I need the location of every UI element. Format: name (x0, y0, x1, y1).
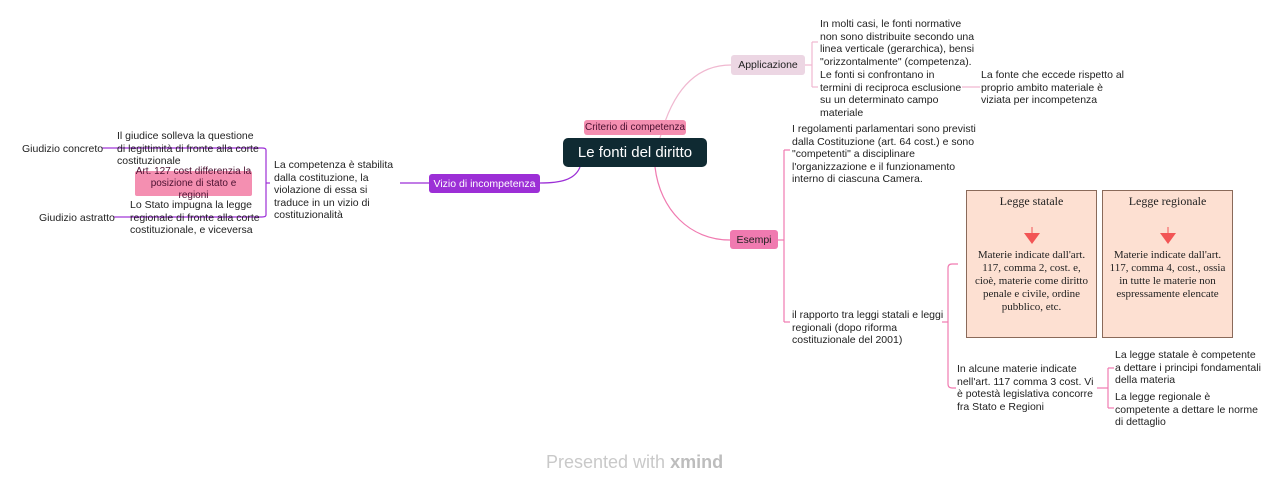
applicazione-node[interactable]: Applicazione (731, 55, 805, 75)
esempi-text-2[interactable]: il rapporto tra leggi statali e leggi re… (792, 309, 944, 346)
legge-regionale-box[interactable]: Legge regionale Materie indicate dall'ar… (1102, 190, 1233, 338)
concorrente-text[interactable]: In alcune materie indicate nell'art. 117… (957, 363, 1094, 413)
applicazione-text-2[interactable]: Le fonti si confrontano in termini di re… (820, 69, 962, 119)
presented-with-xmind-footer: Presented with xmind (546, 452, 736, 474)
arrow-down-icon (1023, 227, 1040, 244)
xmind-logo: xmind (670, 452, 724, 472)
central-topic[interactable]: Le fonti del diritto (563, 138, 707, 167)
esempi-text-1[interactable]: I regolamenti parlamentari sono previsti… (792, 123, 976, 185)
footer-prefix: Presented with (546, 452, 666, 472)
regionale-competente-text[interactable]: La legge regionale è competente a dettar… (1115, 391, 1259, 428)
statale-competente-text[interactable]: La legge statale è competente a dettare … (1115, 349, 1261, 386)
legge-statale-body: Materie indicate dall'art. 117, comma 2,… (974, 249, 1088, 313)
giudizio-concreto-node[interactable]: Giudizio concreto (22, 143, 104, 155)
applicazione-text-3[interactable]: La fonte che eccede rispetto al proprio … (981, 69, 1125, 106)
criterio-competenza-tag[interactable]: Criterio di competenza (584, 120, 686, 135)
astratto-text[interactable]: Lo Stato impugna la legge regionale di f… (130, 199, 260, 236)
legge-statale-box[interactable]: Legge statale Materie indicate dall'art.… (966, 190, 1097, 338)
vizio-incompetenza-node[interactable]: Vizio di incompetenza (429, 174, 540, 193)
art127-label[interactable]: Art. 127 cost differenzia la posizione d… (135, 165, 252, 201)
legge-regionale-body: Materie indicate dall'art. 117, comma 4,… (1109, 249, 1226, 300)
giudizio-astratto-node[interactable]: Giudizio astratto (39, 212, 115, 224)
concreto-text[interactable]: Il giudice solleva la questione di legit… (117, 130, 259, 167)
applicazione-text-1[interactable]: In molti casi, le fonti normative non so… (820, 18, 975, 68)
legge-statale-title: Legge statale (999, 194, 1064, 208)
esempi-node[interactable]: Esempi (730, 230, 778, 249)
arrow-down-icon (1159, 227, 1176, 244)
vizio-text[interactable]: La competenza è stabilita dalla costituz… (274, 159, 394, 221)
legge-regionale-title: Legge regionale (1128, 194, 1207, 208)
